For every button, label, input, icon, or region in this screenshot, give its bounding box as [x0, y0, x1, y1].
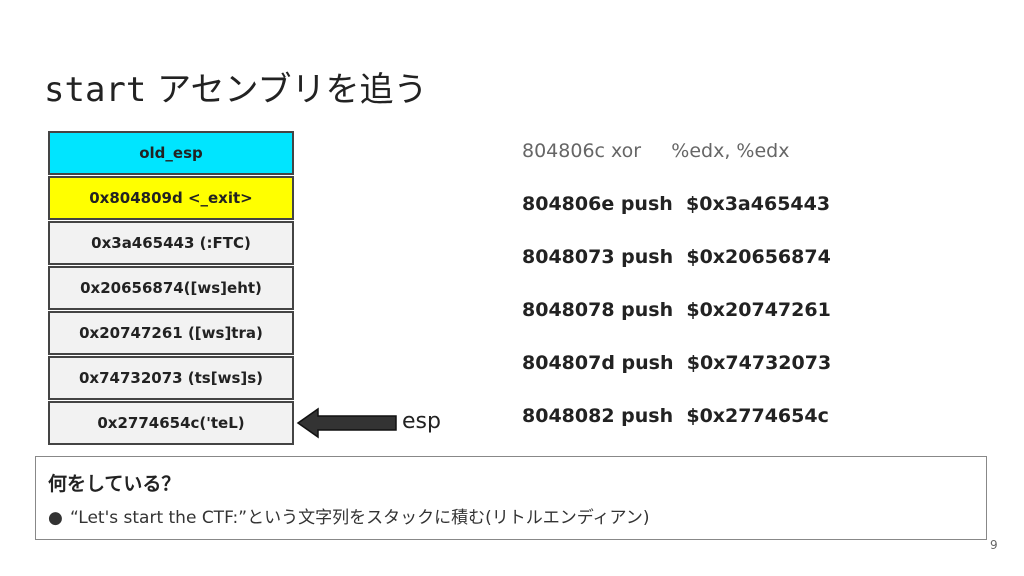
title-text: アセンブリを追う: [146, 70, 428, 110]
stack-cell-return-address: 0x804809d <_exit>: [48, 176, 294, 220]
asm-line: 8048082 push $0x2774654c: [522, 405, 829, 427]
stack-cell-4: 0x20656874([ws]eht): [48, 266, 294, 310]
page-title: start アセンブリを追う: [44, 62, 427, 111]
bullet-icon: ●: [48, 508, 63, 528]
title-command: start: [44, 70, 147, 110]
esp-label: esp: [402, 409, 441, 434]
asm-line: 8048078 push $0x20747261: [522, 299, 831, 321]
stack-cell-top: 0x2774654c('teL): [48, 401, 294, 445]
stack-diagram: old_esp 0x804809d <_exit> 0x3a465443 (:F…: [48, 131, 294, 446]
stack-cell-5: 0x20747261 ([ws]tra): [48, 311, 294, 355]
asm-line: 8048073 push $0x20656874: [522, 246, 831, 268]
note-bullet: ● “Let's start the CTF:”という文字列をスタックに積む(リト…: [48, 503, 649, 528]
note-box: 何をしている？ ● “Let's start the CTF:”という文字列をスタ…: [35, 456, 987, 540]
note-bullet-text: “Let's start the CTF:”という文字列をスタックに積む(リトル…: [70, 508, 650, 528]
assembly-listing: 804806c xor %edx, %edx 804806e push $0x3…: [522, 140, 831, 458]
stack-cell-old-esp: old_esp: [48, 131, 294, 175]
stack-cell-3: 0x3a465443 (:FTC): [48, 221, 294, 265]
asm-line: 804807d push $0x74732073: [522, 352, 832, 374]
page-number: 9: [990, 538, 998, 552]
asm-line: 804806e push $0x3a465443: [522, 193, 831, 215]
stack-cell-6: 0x74732073 (ts[ws]s): [48, 356, 294, 400]
asm-line: 804806c xor %edx, %edx: [522, 140, 790, 162]
esp-arrow-icon: [296, 407, 397, 439]
note-question: 何をしている？: [48, 473, 181, 495]
